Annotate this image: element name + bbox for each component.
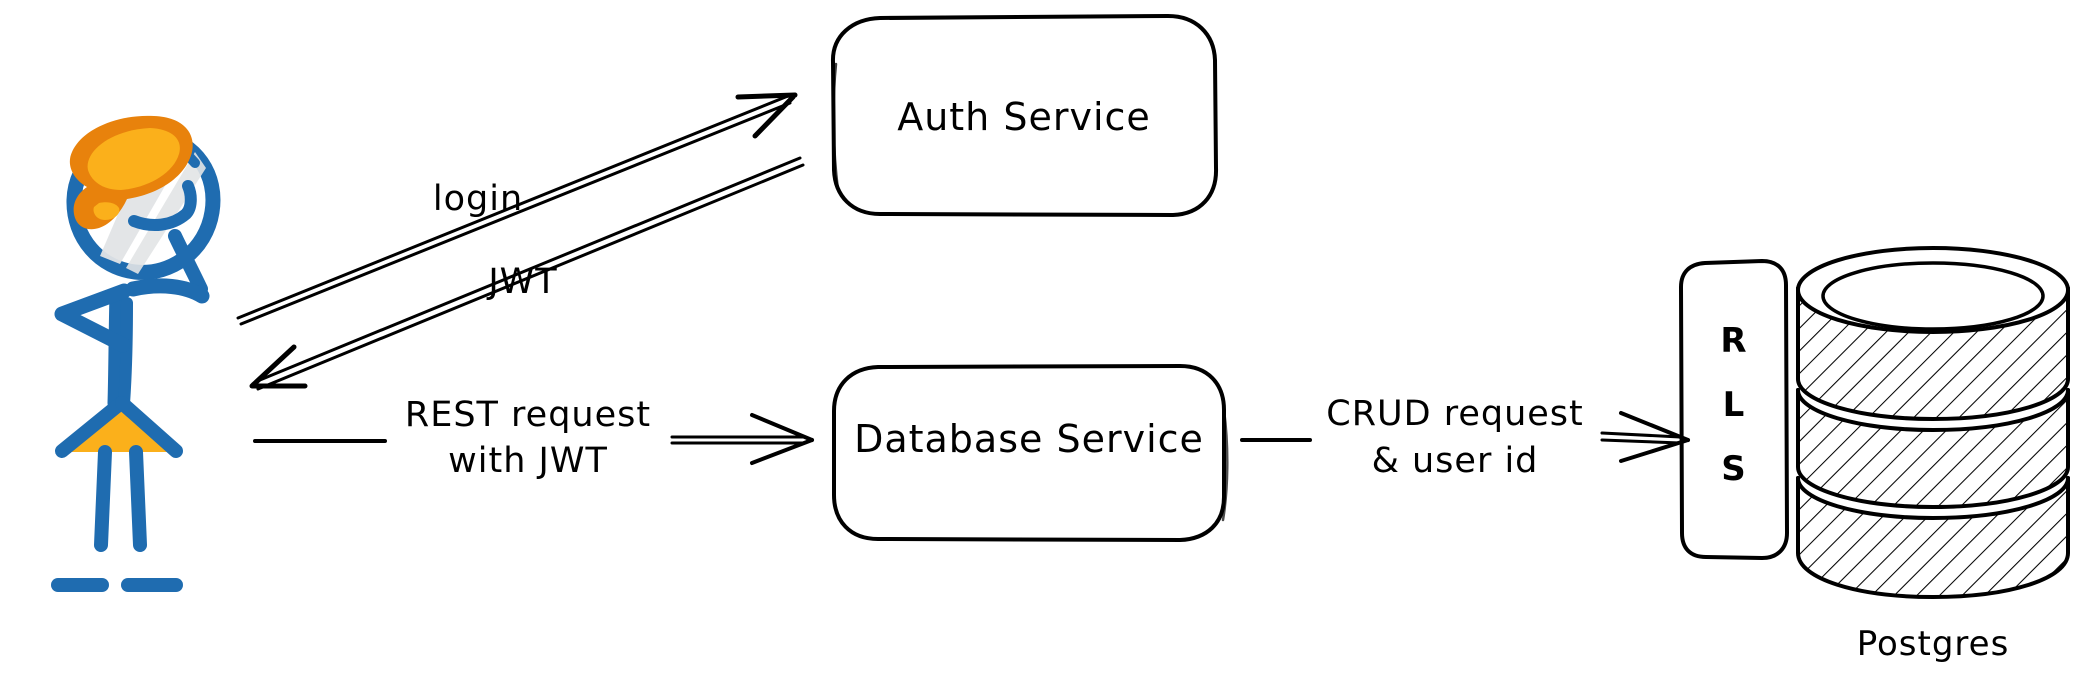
login-edge [236,92,798,326]
rls-letter-s: S [1721,449,1747,489]
crud-request-label-line2: & user id [1372,441,1539,481]
rls-letter-r: R [1720,321,1747,361]
beret-inner [87,128,180,190]
user-stick-figure [51,115,221,592]
left-arm [54,283,132,353]
rest-arrowhead-bottom [750,438,814,465]
crud-arrowhead-top [1619,411,1690,442]
postgres-separator-1 [1796,388,2070,432]
jwt-line-a [253,156,802,384]
jwt-arrowhead-top [250,344,297,388]
login-arrowhead-bottom [752,94,796,139]
auth-service-box-sketchline [832,62,840,192]
skirt-fill [70,404,170,452]
postgres-separator-2 [1796,476,2070,520]
jwt-edge [249,156,805,391]
login-label: login [433,179,523,219]
rls-node[interactable]: R L S [1679,259,1789,560]
rest-request-label-line1: REST request [405,395,651,435]
auth-service-node[interactable]: Auth Service [830,14,1219,217]
neck [168,229,208,296]
postgres-segment-bottom-outline [1796,476,2070,599]
login-line-a [236,94,790,320]
login-line-b [239,101,792,326]
postgres-segment-top-outline [1796,286,2070,421]
crud-arrowhead-bottom [1619,438,1690,463]
smile [128,180,197,232]
crud-line-right-a [1600,431,1682,439]
right-leg [129,445,147,552]
postgres-label: Postgres [1857,624,2010,664]
rest-request-label-line2: with JWT [448,441,608,481]
left-leg [94,445,112,552]
right-arm [125,278,210,304]
auth-service-box [830,14,1219,217]
database-service-box-sketchline [1221,408,1229,522]
login-arrowhead-top [735,92,798,100]
database-service-node[interactable]: Database Service [832,364,1229,542]
skirt-left [55,396,128,458]
skirt-right [115,396,183,458]
auth-service-label: Auth Service [897,95,1151,139]
beret-tail [93,202,120,220]
crud-request-label-line1: CRUD request [1326,394,1584,434]
rls-letter-l: L [1723,385,1746,425]
crud-line-right-b [1600,438,1682,445]
postgres-segment-middle-outline [1796,388,2070,509]
jwt-line-b [256,163,805,391]
jwt-label: JWT [486,262,557,302]
crud-edge [1240,411,1690,463]
database-service-label: Database Service [854,417,1204,461]
rls-box [1679,259,1789,560]
postgres-top-rim-inner [1821,261,2045,331]
torso-2 [118,297,133,410]
postgres-node[interactable]: Postgres [1790,246,2080,664]
database-service-box [832,364,1226,542]
rest-arrowhead-top [750,413,814,442]
rest-edge [253,413,814,465]
